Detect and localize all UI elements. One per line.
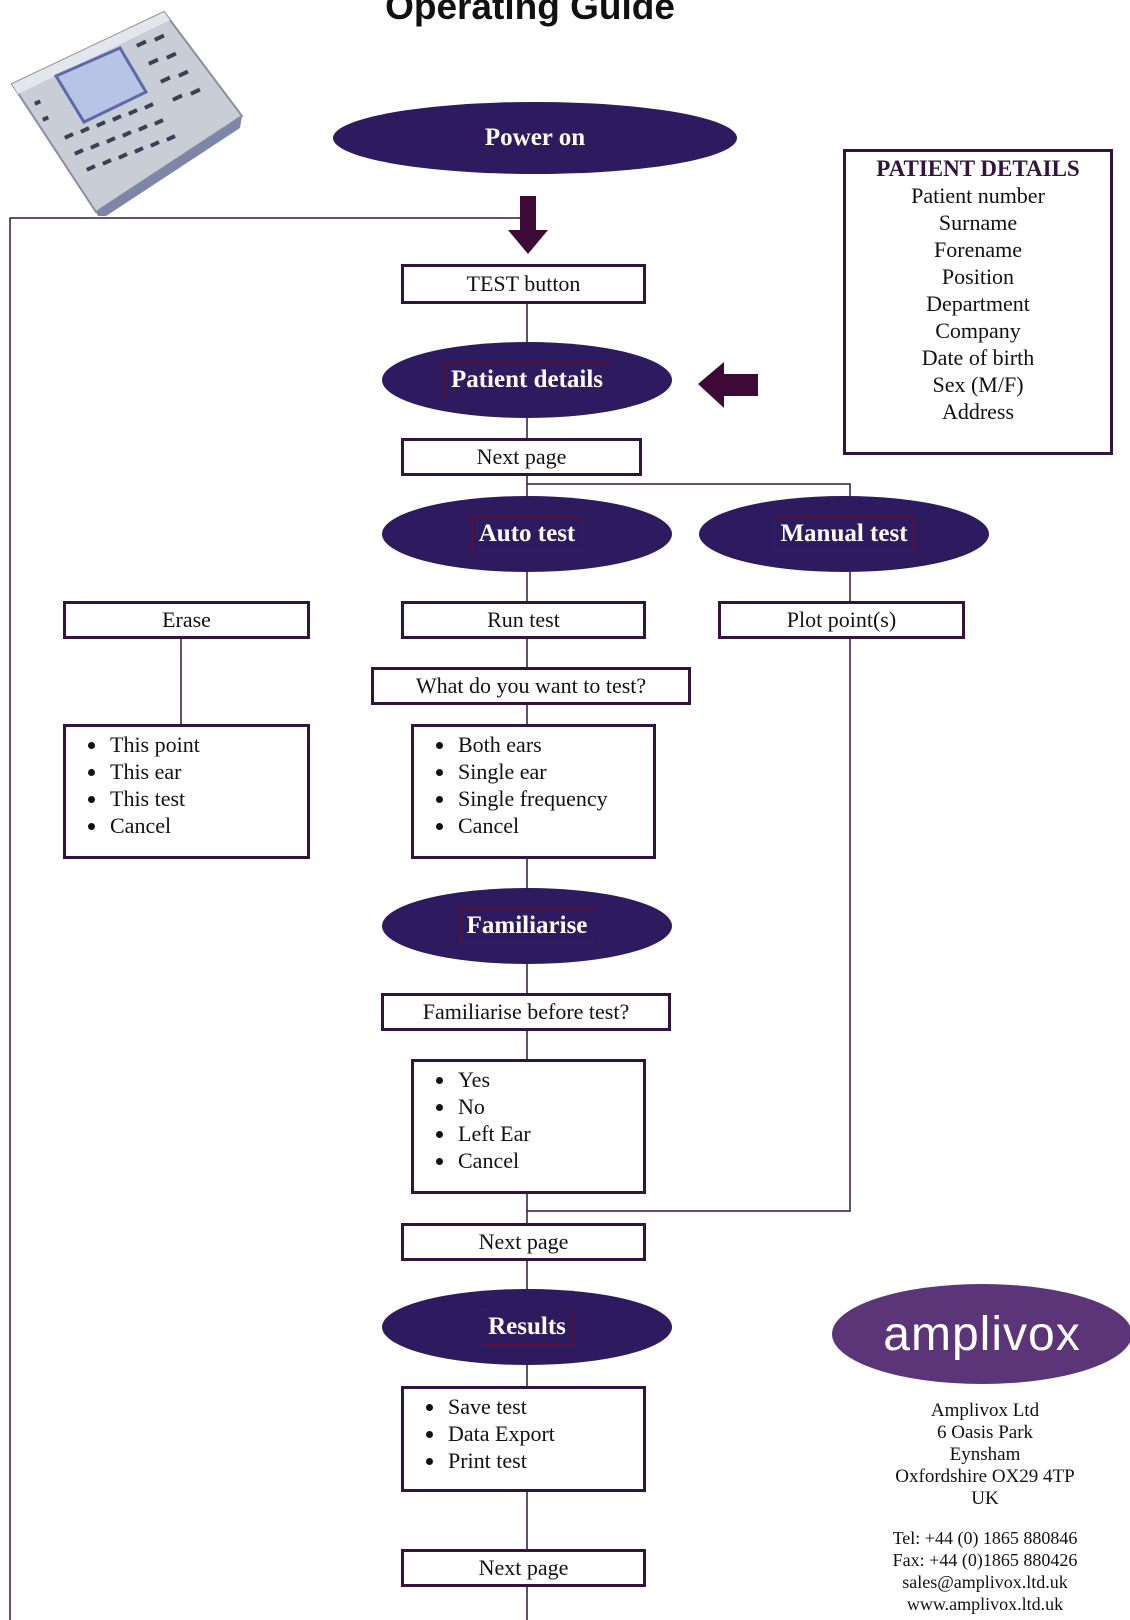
left-arrow-icon xyxy=(698,362,758,408)
patient-field: Address xyxy=(941,399,1015,424)
next-page-label: Next page xyxy=(478,1229,569,1254)
list-item: Save test xyxy=(446,1393,643,1420)
plot-points-step: Plot point(s) xyxy=(718,601,965,639)
list-item: This test xyxy=(108,785,307,812)
next-page-label: Next page xyxy=(476,444,567,469)
address-line: 6 Oasis Park xyxy=(936,1422,1034,1443)
patient-field: Date of birth xyxy=(921,345,1035,370)
list-item: Yes xyxy=(456,1066,643,1093)
familiarise-question-label: Familiarise before test? xyxy=(422,999,630,1024)
down-arrow-icon xyxy=(508,196,548,254)
patient-field: Company xyxy=(935,318,1021,343)
address-line: UK xyxy=(971,1488,999,1509)
list-item: Left Ear xyxy=(456,1120,643,1147)
contact-email: sales@amplivox.ltd.uk xyxy=(902,1572,1068,1592)
results-node: Results xyxy=(382,1289,672,1365)
familiarise-node: Familiarise xyxy=(382,888,672,964)
test-button-label: TEST button xyxy=(466,271,581,296)
list-item: This ear xyxy=(108,758,307,785)
next-page-step-1: Next page xyxy=(401,438,642,476)
logo-text: amplivox xyxy=(883,1307,1081,1361)
patient-field: Surname xyxy=(938,210,1018,235)
manual-test-node: Manual test xyxy=(699,496,989,572)
patient-field: Department xyxy=(926,291,1030,316)
next-page-label: Next page xyxy=(478,1555,569,1580)
address-line: Amplivox Ltd xyxy=(930,1400,1040,1421)
list-item: This point xyxy=(108,731,307,758)
list-item: Both ears xyxy=(456,731,653,758)
auto-test-node: Auto test xyxy=(382,496,672,572)
what-to-test-step: What do you want to test? xyxy=(371,667,691,705)
run-test-step: Run test xyxy=(401,601,646,639)
test-button-step: TEST button xyxy=(401,264,646,304)
patient-details-heading: PATIENT DETAILS xyxy=(876,156,1080,181)
list-item: Data Export xyxy=(446,1420,643,1447)
next-page-step-2: Next page xyxy=(401,1223,646,1261)
page-title: Operating Guide xyxy=(385,0,675,27)
auto-test-label: Auto test xyxy=(471,516,583,552)
erase-options-list: This point This ear This test Cancel xyxy=(63,724,310,859)
company-contact: Tel: +44 (0) 1865 880846 Fax: +44 (0)186… xyxy=(850,1527,1120,1615)
list-item: Cancel xyxy=(456,812,653,839)
list-item: Cancel xyxy=(108,812,307,839)
contact-fax: Fax: +44 (0)1865 880426 xyxy=(892,1550,1078,1570)
erase-step: Erase xyxy=(63,601,310,639)
plot-points-label: Plot point(s) xyxy=(786,607,897,632)
next-page-step-3: Next page xyxy=(401,1549,646,1587)
list-item: Single frequency xyxy=(456,785,653,812)
patient-details-node: Patient details xyxy=(382,342,672,418)
address-line: Oxfordshire OX29 4TP xyxy=(895,1466,1075,1487)
familiarise-question-step: Familiarise before test? xyxy=(381,993,671,1031)
contact-phone: Tel: +44 (0) 1865 880846 xyxy=(892,1528,1078,1548)
patient-field: Patient number xyxy=(911,183,1045,208)
patient-details-label: Patient details xyxy=(443,362,611,398)
list-item: Single ear xyxy=(456,758,653,785)
company-address: Amplivox Ltd 6 Oasis Park Eynsham Oxford… xyxy=(850,1400,1120,1510)
patient-field: Forename xyxy=(934,237,1022,262)
manual-test-label: Manual test xyxy=(773,516,915,552)
address-line: Eynsham xyxy=(949,1444,1021,1465)
familiarise-label: Familiarise xyxy=(459,908,595,944)
patient-field: Sex (M/F) xyxy=(932,372,1024,397)
power-on-label: Power on xyxy=(484,124,586,151)
list-item: Cancel xyxy=(456,1147,643,1174)
patient-details-box: PATIENT DETAILS Patient number Surname F… xyxy=(843,149,1113,455)
familiarise-options-list: Yes No Left Ear Cancel xyxy=(411,1059,646,1194)
test-options-list: Both ears Single ear Single frequency Ca… xyxy=(411,724,656,859)
contact-website: www.amplivox.ltd.uk xyxy=(906,1594,1064,1614)
amplivox-logo: amplivox xyxy=(832,1284,1130,1384)
results-options-list: Save test Data Export Print test xyxy=(401,1386,646,1492)
power-on-node: Power on xyxy=(333,102,737,174)
list-item: Print test xyxy=(446,1447,643,1474)
run-test-label: Run test xyxy=(487,607,560,632)
what-to-test-label: What do you want to test? xyxy=(415,673,647,698)
erase-label: Erase xyxy=(162,607,211,632)
patient-field: Position xyxy=(941,264,1015,289)
results-label: Results xyxy=(481,1309,573,1345)
audiometer-device-image xyxy=(10,10,244,216)
list-item: No xyxy=(456,1093,643,1120)
